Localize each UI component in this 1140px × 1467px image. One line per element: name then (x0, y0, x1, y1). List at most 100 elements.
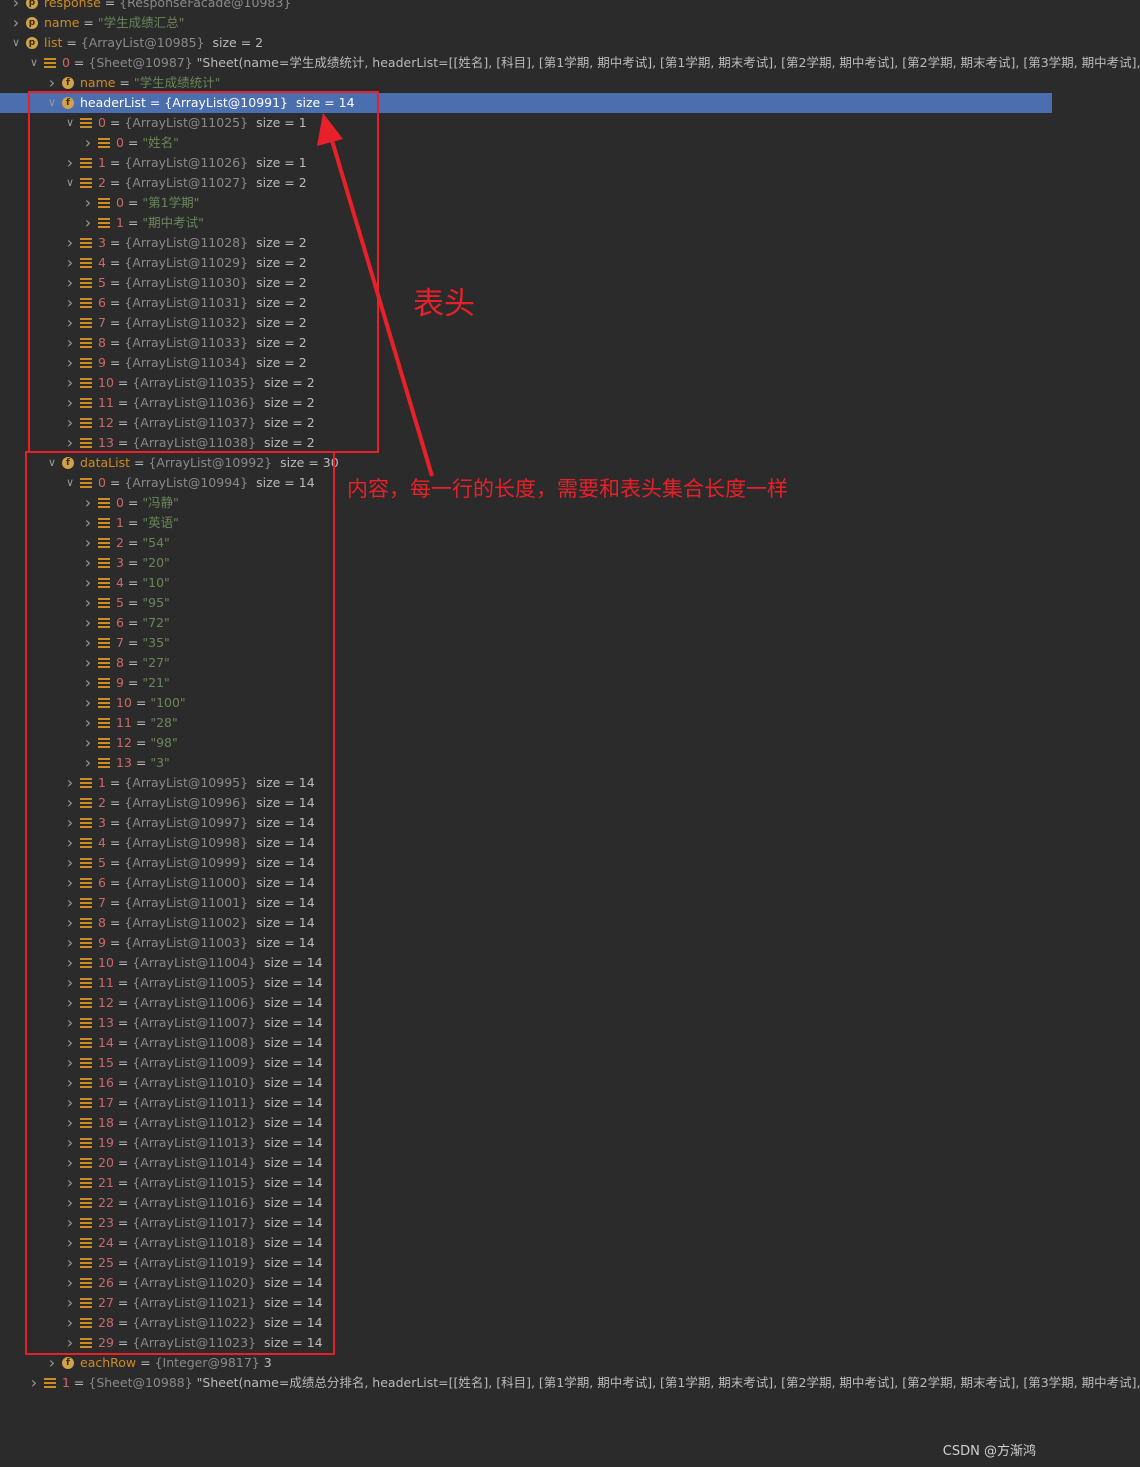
chevron-right-icon[interactable]: › (84, 133, 92, 152)
tree-row[interactable]: ›21 = {ArrayList@11015}size = 14 (0, 1173, 1052, 1193)
chevron-right-icon[interactable]: › (66, 1153, 74, 1172)
tree-row[interactable]: ›17 = {ArrayList@11011}size = 14 (0, 1093, 1052, 1113)
tree-row[interactable]: ›13 = "3" (0, 753, 1052, 773)
tree-row[interactable]: ∨0 = {ArrayList@11025}size = 1 (0, 113, 1052, 133)
chevron-right-icon[interactable]: › (66, 433, 74, 452)
chevron-right-icon[interactable]: › (66, 1053, 74, 1072)
tree-row[interactable]: ›25 = {ArrayList@11019}size = 14 (0, 1253, 1052, 1273)
chevron-right-icon[interactable]: › (84, 673, 92, 692)
tree-row[interactable]: ›2 = {ArrayList@10996}size = 14 (0, 793, 1052, 813)
chevron-right-icon[interactable]: › (66, 913, 74, 932)
chevron-right-icon[interactable]: › (66, 813, 74, 832)
tree-row[interactable]: ›11 = "28" (0, 713, 1052, 733)
chevron-down-icon[interactable]: ∨ (11, 36, 21, 49)
chevron-right-icon[interactable]: › (66, 1093, 74, 1112)
chevron-right-icon[interactable]: › (84, 213, 92, 232)
chevron-right-icon[interactable]: › (66, 953, 74, 972)
tree-row[interactable]: ›1 = {Sheet@10988} "Sheet(name=成绩总分排名, h… (0, 1373, 1140, 1393)
tree-row[interactable]: ›8 = {ArrayList@11033}size = 2 (0, 333, 1052, 353)
tree-row[interactable]: ›26 = {ArrayList@11020}size = 14 (0, 1273, 1052, 1293)
chevron-right-icon[interactable]: › (12, 13, 20, 32)
chevron-right-icon[interactable]: › (84, 753, 92, 772)
tree-row[interactable]: ›10 = {ArrayList@11035}size = 2 (0, 373, 1052, 393)
chevron-right-icon[interactable]: › (84, 613, 92, 632)
chevron-right-icon[interactable]: › (48, 73, 56, 92)
tree-row[interactable]: ›23 = {ArrayList@11017}size = 14 (0, 1213, 1052, 1233)
chevron-right-icon[interactable]: › (12, 0, 20, 12)
tree-row[interactable]: ›0 = "冯静" (0, 493, 1052, 513)
chevron-down-icon[interactable]: ∨ (47, 96, 57, 109)
tree-row[interactable]: ›6 = {ArrayList@11000}size = 14 (0, 873, 1052, 893)
chevron-right-icon[interactable]: › (84, 193, 92, 212)
chevron-down-icon[interactable]: ∨ (65, 116, 75, 129)
tree-row[interactable]: ›0 = "第1学期" (0, 193, 1052, 213)
chevron-right-icon[interactable]: › (30, 1373, 38, 1392)
tree-row[interactable]: ›27 = {ArrayList@11021}size = 14 (0, 1293, 1052, 1313)
chevron-right-icon[interactable]: › (66, 1073, 74, 1092)
chevron-right-icon[interactable]: › (66, 333, 74, 352)
chevron-right-icon[interactable]: › (66, 1313, 74, 1332)
tree-row[interactable]: ›0 = "姓名" (0, 133, 1052, 153)
tree-row[interactable]: ∨0 = {ArrayList@10994}size = 14 (0, 473, 1052, 493)
chevron-right-icon[interactable]: › (66, 973, 74, 992)
tree-row[interactable]: ›11 = {ArrayList@11005}size = 14 (0, 973, 1052, 993)
chevron-down-icon[interactable]: ∨ (65, 476, 75, 489)
chevron-right-icon[interactable]: › (66, 893, 74, 912)
tree-row[interactable]: ›29 = {ArrayList@11023}size = 14 (0, 1333, 1052, 1353)
tree-row[interactable]: ›9 = {ArrayList@11034}size = 2 (0, 353, 1052, 373)
chevron-right-icon[interactable]: › (66, 1173, 74, 1192)
chevron-right-icon[interactable]: › (84, 713, 92, 732)
tree-row[interactable]: ›4 = "10" (0, 573, 1052, 593)
chevron-right-icon[interactable]: › (66, 1133, 74, 1152)
tree-row[interactable]: ›20 = {ArrayList@11014}size = 14 (0, 1153, 1052, 1173)
tree-row[interactable]: ›18 = {ArrayList@11012}size = 14 (0, 1113, 1052, 1133)
chevron-right-icon[interactable]: › (84, 733, 92, 752)
tree-row[interactable]: ›22 = {ArrayList@11016}size = 14 (0, 1193, 1052, 1213)
tree-row[interactable]: ›28 = {ArrayList@11022}size = 14 (0, 1313, 1052, 1333)
tree-row[interactable]: ›10 = {ArrayList@11004}size = 14 (0, 953, 1052, 973)
chevron-right-icon[interactable]: › (66, 1113, 74, 1132)
chevron-down-icon[interactable]: ∨ (47, 456, 57, 469)
chevron-right-icon[interactable]: › (84, 633, 92, 652)
chevron-right-icon[interactable]: › (84, 693, 92, 712)
tree-row[interactable]: ›4 = {ArrayList@11029}size = 2 (0, 253, 1052, 273)
chevron-right-icon[interactable]: › (84, 533, 92, 552)
chevron-right-icon[interactable]: › (66, 1233, 74, 1252)
tree-row[interactable]: ›8 = {ArrayList@11002}size = 14 (0, 913, 1052, 933)
tree-row[interactable]: ›3 = {ArrayList@11028}size = 2 (0, 233, 1052, 253)
chevron-right-icon[interactable]: › (66, 933, 74, 952)
tree-row[interactable]: ›14 = {ArrayList@11008}size = 14 (0, 1033, 1052, 1053)
chevron-down-icon[interactable]: ∨ (29, 56, 39, 69)
tree-row[interactable]: ›8 = "27" (0, 653, 1052, 673)
chevron-right-icon[interactable]: › (66, 413, 74, 432)
tree-row[interactable]: ›12 = "98" (0, 733, 1052, 753)
tree-row[interactable]: ∨2 = {ArrayList@11027}size = 2 (0, 173, 1052, 193)
tree-row[interactable]: ›16 = {ArrayList@11010}size = 14 (0, 1073, 1052, 1093)
chevron-right-icon[interactable]: › (84, 513, 92, 532)
tree-row[interactable]: ›15 = {ArrayList@11009}size = 14 (0, 1053, 1052, 1073)
chevron-right-icon[interactable]: › (66, 1293, 74, 1312)
tree-row[interactable]: ∨0 = {Sheet@10987} "Sheet(name=学生成绩统计, h… (0, 53, 1140, 73)
chevron-right-icon[interactable]: › (66, 293, 74, 312)
tree-row[interactable]: ›5 = {ArrayList@10999}size = 14 (0, 853, 1052, 873)
chevron-right-icon[interactable]: › (66, 1333, 74, 1352)
chevron-right-icon[interactable]: › (66, 1273, 74, 1292)
tree-row[interactable]: ›6 = "72" (0, 613, 1052, 633)
chevron-right-icon[interactable]: › (66, 773, 74, 792)
chevron-right-icon[interactable]: › (66, 393, 74, 412)
tree-row[interactable]: ›1 = "期中考试" (0, 213, 1052, 233)
tree-row[interactable]: ›7 = {ArrayList@11032}size = 2 (0, 313, 1052, 333)
tree-row[interactable]: ›10 = "100" (0, 693, 1052, 713)
chevron-right-icon[interactable]: › (66, 373, 74, 392)
chevron-right-icon[interactable]: › (66, 833, 74, 852)
tree-row[interactable]: ›5 = "95" (0, 593, 1052, 613)
chevron-right-icon[interactable]: › (84, 593, 92, 612)
tree-row[interactable]: ›6 = {ArrayList@11031}size = 2 (0, 293, 1052, 313)
tree-row[interactable]: ›3 = "20" (0, 553, 1052, 573)
chevron-right-icon[interactable]: › (66, 1013, 74, 1032)
